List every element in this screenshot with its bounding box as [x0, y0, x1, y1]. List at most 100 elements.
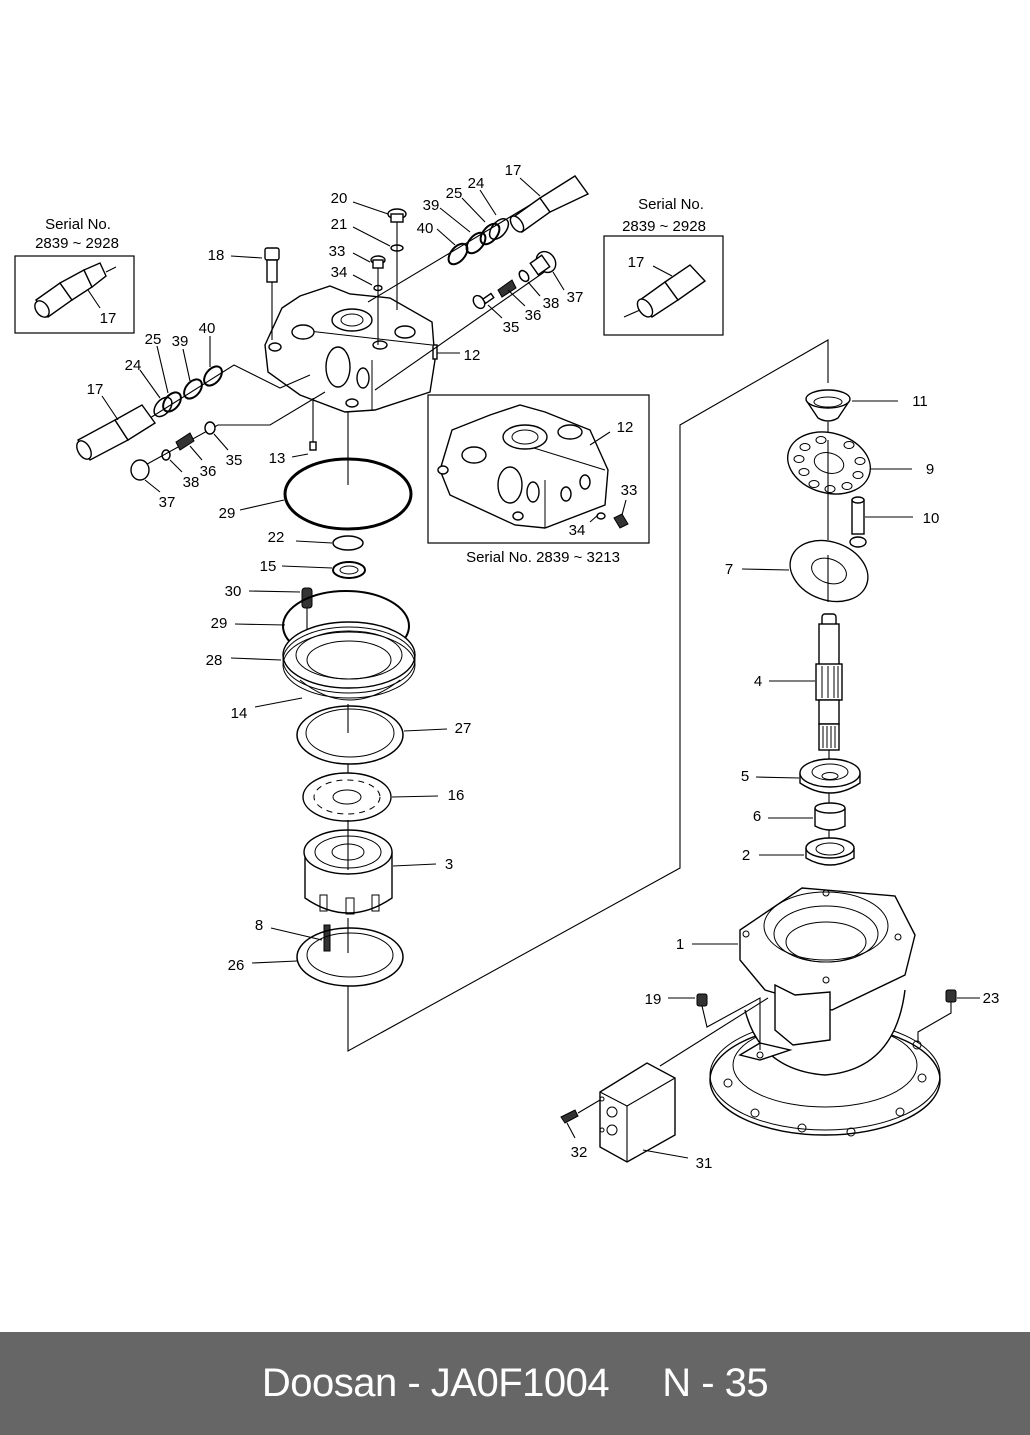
relief-valve-icon — [623, 264, 707, 318]
plug-part-23 — [917, 989, 957, 1043]
callout-24b: 24 — [125, 357, 142, 374]
spring-part-8 — [323, 924, 331, 952]
valve-plate-part-16 — [302, 764, 392, 822]
valve-block-icon — [437, 404, 629, 529]
callout-6: 6 — [753, 808, 761, 825]
callout-24a: 24 — [468, 175, 485, 192]
footer-brand: Doosan — [261, 1361, 397, 1405]
bearing-part-5 — [799, 758, 861, 794]
callout-28: 28 — [206, 652, 223, 669]
callout-17a: 17 — [505, 162, 522, 179]
callout-7: 7 — [725, 561, 733, 578]
callout-27: 27 — [455, 720, 472, 737]
callout-1: 1 — [676, 936, 684, 953]
relief-valve-assembly-left — [76, 364, 311, 461]
callout-30: 30 — [225, 583, 242, 600]
inset-right-title-1: Serial No. — [638, 196, 704, 213]
inset-left-title-1: Serial No. — [45, 216, 111, 233]
plate-part-26 — [296, 918, 404, 987]
callout-16: 16 — [448, 787, 465, 804]
inset-right-title-2: 2839 ~ 2928 — [622, 218, 706, 235]
callout-3: 3 — [445, 856, 453, 873]
plate-part-27 — [296, 704, 404, 765]
o-ring-part-29 — [283, 457, 413, 531]
relief-valve-icon — [34, 262, 117, 318]
plug-part-20 — [387, 208, 407, 310]
callout-29b: 29 — [211, 615, 228, 632]
pin-part-13 — [309, 398, 317, 451]
bolt-part-18 — [264, 247, 280, 340]
callout-37a: 37 — [567, 289, 584, 306]
callout-15: 15 — [260, 558, 277, 575]
callout-4: 4 — [754, 673, 762, 690]
piston-part-10 — [849, 496, 867, 548]
callout-8: 8 — [255, 917, 263, 934]
callout-22: 22 — [268, 529, 285, 546]
callout-33: 33 — [329, 243, 346, 260]
callout-5: 5 — [741, 768, 749, 785]
callout-13: 13 — [269, 450, 286, 467]
bushing-part-6 — [814, 802, 846, 831]
footer-separator: - — [396, 1361, 431, 1405]
shoe-plate-part-9 — [786, 431, 872, 540]
inset-center: 12 33 34 Serial No. 2839 ~ 3213 — [427, 394, 650, 566]
inset-right-label: 17 — [628, 254, 645, 271]
callout-32: 32 — [571, 1144, 588, 1161]
callout-36b: 36 — [200, 463, 217, 480]
callout-35b: 35 — [226, 452, 243, 469]
inset-center-label-34: 34 — [569, 522, 586, 539]
callout-9: 9 — [926, 461, 934, 478]
callout-17b: 17 — [87, 381, 104, 398]
inset-right: Serial No. 2839 ~ 2928 17 — [603, 196, 724, 336]
inset-left-label: 17 — [100, 310, 117, 327]
callout-14: 14 — [231, 705, 248, 722]
o-ring-part-22 — [332, 535, 364, 551]
callout-25b: 25 — [145, 331, 162, 348]
callout-26: 26 — [228, 957, 245, 974]
footer-bar: Doosan - JA0F1004 N - 35 — [0, 1332, 1030, 1435]
poppet-assembly-left — [130, 391, 326, 481]
footer-part-number: JA0F1004 — [430, 1361, 610, 1405]
footer-page-prefix: N — [662, 1361, 691, 1405]
plug-part-33 — [370, 255, 386, 345]
callout-39a: 39 — [423, 197, 440, 214]
cylinder-block-part-3 — [303, 820, 393, 915]
callout-40b: 40 — [199, 320, 216, 337]
callout-20: 20 — [331, 190, 348, 207]
callout-2: 2 — [742, 847, 750, 864]
inset-center-label-33: 33 — [621, 482, 638, 499]
valve-housing-part-12 — [264, 285, 438, 413]
bearing-cup-part-11 — [805, 389, 851, 440]
valve-block-part-31 — [599, 997, 769, 1163]
callout-10: 10 — [923, 510, 940, 527]
footer-page-separator: - — [690, 1361, 725, 1405]
callout-25a: 25 — [446, 185, 463, 202]
assembly-connector-line — [347, 339, 829, 1052]
drive-shaft-part-4 — [815, 613, 843, 860]
relief-valve-assembly-upper — [367, 175, 590, 303]
callout-21: 21 — [331, 216, 348, 233]
callout-12: 12 — [464, 347, 481, 364]
callout-34: 34 — [331, 264, 348, 281]
poppet-assembly-upper — [374, 250, 557, 391]
callout-39b: 39 — [172, 333, 189, 350]
inset-left-title-2: 2839 ~ 2928 — [35, 235, 119, 252]
callout-38a: 38 — [543, 295, 560, 312]
swash-plate-part-7 — [789, 539, 869, 603]
bearing-part-28 — [282, 590, 416, 701]
footer-page-number: 35 — [724, 1361, 769, 1405]
callout-38b: 38 — [183, 474, 200, 491]
callout-19: 19 — [645, 991, 662, 1008]
callout-37b: 37 — [159, 494, 176, 511]
seal-part-2 — [805, 837, 855, 866]
callout-40a: 40 — [417, 220, 434, 237]
inset-left: Serial No. 2839 ~ 2928 17 — [14, 216, 135, 334]
callout-11: 11 — [912, 393, 928, 410]
inset-center-label-12: 12 — [617, 419, 634, 436]
callout-23: 23 — [983, 990, 1000, 1007]
callout-31: 31 — [696, 1155, 713, 1172]
callout-29a: 29 — [219, 505, 236, 522]
seal-part-15 — [332, 561, 366, 579]
footer-gap — [609, 1361, 662, 1406]
bolt-part-32 — [560, 1099, 601, 1124]
